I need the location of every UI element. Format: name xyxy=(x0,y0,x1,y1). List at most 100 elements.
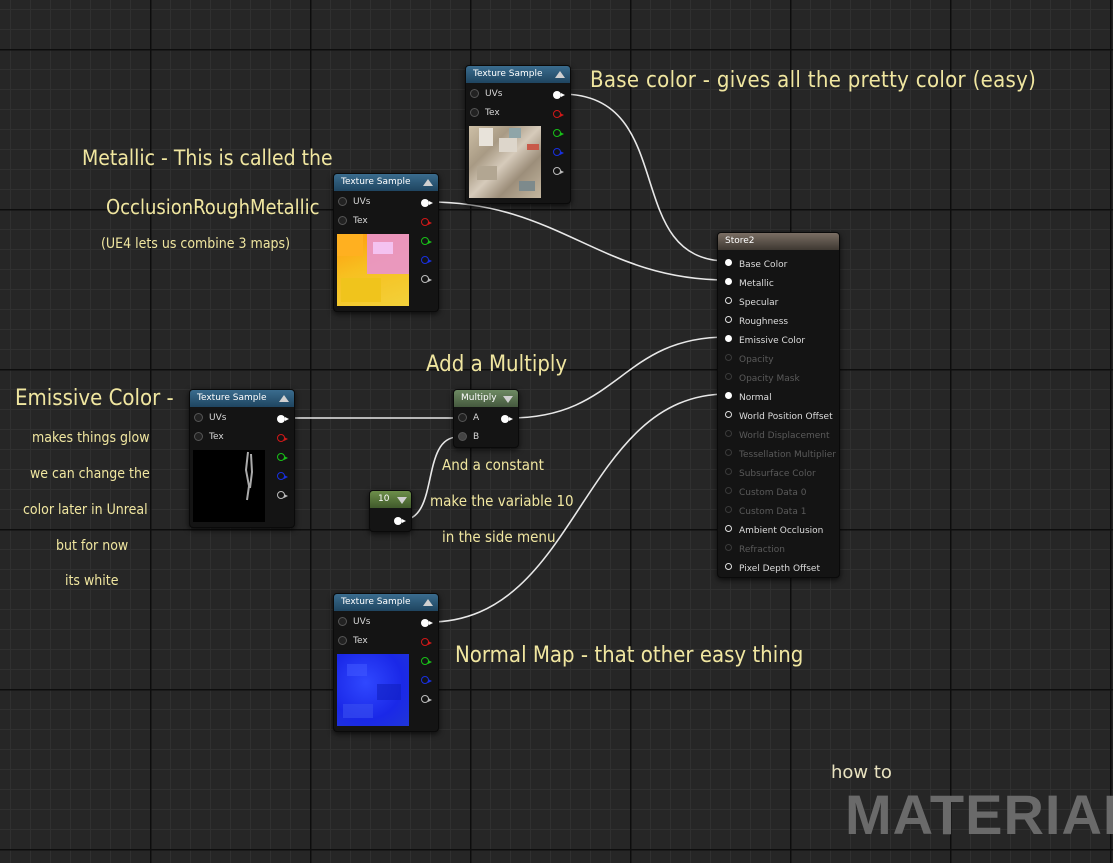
output-pin-rgb-icon[interactable] xyxy=(421,199,433,207)
input-pin-icon[interactable] xyxy=(470,89,479,98)
output-pin-a-icon[interactable] xyxy=(421,275,432,283)
output-pin-r-icon[interactable] xyxy=(421,218,432,226)
texture-pattern xyxy=(337,234,409,302)
output-pin-b-icon[interactable] xyxy=(421,676,432,684)
material-input-custom-data-0[interactable]: Custom Data 0 xyxy=(725,480,806,499)
input-pin-icon[interactable] xyxy=(725,354,732,361)
pin-tex[interactable]: Tex xyxy=(338,632,368,651)
material-input-world-position-offset[interactable]: World Position Offset xyxy=(725,404,833,423)
output-pin-a-icon[interactable] xyxy=(553,167,564,175)
input-pin-icon[interactable] xyxy=(470,108,479,117)
material-input-pixel-depth-offset[interactable]: Pixel Depth Offset xyxy=(725,556,820,575)
pin-uvs[interactable]: UVs xyxy=(470,85,502,104)
input-pin-icon[interactable] xyxy=(725,392,732,399)
output-pin-rgb-icon[interactable] xyxy=(421,619,433,627)
input-pin-icon[interactable] xyxy=(725,525,732,532)
input-pin-icon[interactable] xyxy=(725,430,732,437)
input-pin-icon[interactable] xyxy=(338,617,347,626)
input-pin-icon[interactable] xyxy=(725,449,732,456)
output-pin-g-icon[interactable] xyxy=(421,237,432,245)
output-pin-icon[interactable] xyxy=(394,517,406,525)
node-header[interactable]: 10 xyxy=(370,491,411,508)
output-pin-g-icon[interactable] xyxy=(421,657,432,665)
output-pin-rgb-icon[interactable] xyxy=(553,91,565,99)
output-pin-g-icon[interactable] xyxy=(553,129,564,137)
output-pin-rgb-icon[interactable] xyxy=(277,415,289,423)
input-pin-icon[interactable] xyxy=(338,636,347,645)
output-pin-b-icon[interactable] xyxy=(553,148,564,156)
node-header[interactable]: Texture Sample xyxy=(466,66,570,83)
pin-b[interactable]: B xyxy=(458,428,479,447)
input-pin-icon[interactable] xyxy=(194,413,203,422)
material-input-custom-data-1[interactable]: Custom Data 1 xyxy=(725,499,806,518)
input-pin-icon[interactable] xyxy=(458,413,467,422)
output-pin-r-icon[interactable] xyxy=(553,110,564,118)
input-label: World Position Offset xyxy=(739,412,833,422)
output-pin-a-icon[interactable] xyxy=(277,491,288,499)
material-input-tessellation-multiplier[interactable]: Tessellation Multiplier xyxy=(725,442,836,461)
input-pin-icon[interactable] xyxy=(725,259,732,266)
collapse-arrow-icon[interactable] xyxy=(279,395,289,402)
node-header[interactable]: Store2 xyxy=(718,233,839,250)
input-pin-icon[interactable] xyxy=(338,216,347,225)
material-input-normal[interactable]: Normal xyxy=(725,385,772,404)
node-header[interactable]: Texture Sample xyxy=(334,174,438,191)
output-pin-b-icon[interactable] xyxy=(277,472,288,480)
material-input-metallic[interactable]: Metallic xyxy=(725,271,774,290)
node-header[interactable]: Multiply xyxy=(454,390,518,407)
material-input-emissive-color[interactable]: Emissive Color xyxy=(725,328,805,347)
input-pin-icon[interactable] xyxy=(458,432,467,441)
material-input-opacity-mask[interactable]: Opacity Mask xyxy=(725,366,800,385)
multiply-node[interactable]: Multiply A B xyxy=(453,389,519,448)
material-input-world-displacement[interactable]: World Displacement xyxy=(725,423,830,442)
pin-tex[interactable]: Tex xyxy=(194,428,224,447)
collapse-arrow-icon[interactable] xyxy=(423,179,433,186)
input-pin-icon[interactable] xyxy=(725,487,732,494)
pin-a[interactable]: A xyxy=(458,409,479,428)
wire-base-color xyxy=(560,93,728,262)
material-input-subsurface-color[interactable]: Subsurface Color xyxy=(725,461,816,480)
input-pin-icon[interactable] xyxy=(725,278,732,285)
input-pin-icon[interactable] xyxy=(725,297,732,304)
output-pin-icon[interactable] xyxy=(501,415,513,423)
input-pin-icon[interactable] xyxy=(725,563,732,570)
input-pin-icon[interactable] xyxy=(725,506,732,513)
pin-uvs[interactable]: UVs xyxy=(338,193,370,212)
material-input-ambient-occlusion[interactable]: Ambient Occlusion xyxy=(725,518,823,537)
output-pin-g-icon[interactable] xyxy=(277,453,288,461)
material-input-opacity[interactable]: Opacity xyxy=(725,347,774,366)
material-input-specular[interactable]: Specular xyxy=(725,290,778,309)
output-pin-r-icon[interactable] xyxy=(277,434,288,442)
output-pin-b-icon[interactable] xyxy=(421,256,432,264)
pin-uvs[interactable]: UVs xyxy=(194,409,226,428)
node-header[interactable]: Texture Sample xyxy=(190,390,294,407)
input-pin-icon[interactable] xyxy=(725,373,732,380)
texture-sample-node-normal[interactable]: Texture Sample UVs Tex xyxy=(333,593,439,732)
output-pin-a-icon[interactable] xyxy=(421,695,432,703)
note-metallic-line2: OcclusionRoughMetallic xyxy=(106,195,320,219)
collapse-arrow-icon[interactable] xyxy=(555,71,565,78)
texture-sample-node-emissive[interactable]: Texture Sample UVs Tex xyxy=(189,389,295,528)
material-input-refraction[interactable]: Refraction xyxy=(725,537,785,556)
input-pin-icon[interactable] xyxy=(194,432,203,441)
constant-node[interactable]: 10 xyxy=(369,490,412,532)
collapse-arrow-icon[interactable] xyxy=(397,497,407,504)
input-pin-icon[interactable] xyxy=(338,197,347,206)
pin-tex[interactable]: Tex xyxy=(470,104,500,123)
texture-sample-node-base-color[interactable]: Texture Sample UVs Tex xyxy=(465,65,571,204)
pin-tex[interactable]: Tex xyxy=(338,212,368,231)
collapse-arrow-icon[interactable] xyxy=(503,396,513,403)
input-pin-icon[interactable] xyxy=(725,411,732,418)
input-pin-icon[interactable] xyxy=(725,316,732,323)
node-header[interactable]: Texture Sample xyxy=(334,594,438,611)
output-pin-r-icon[interactable] xyxy=(421,638,432,646)
input-pin-icon[interactable] xyxy=(725,468,732,475)
material-input-base-color[interactable]: Base Color xyxy=(725,252,787,271)
pin-uvs[interactable]: UVs xyxy=(338,613,370,632)
collapse-arrow-icon[interactable] xyxy=(423,599,433,606)
material-input-roughness[interactable]: Roughness xyxy=(725,309,788,328)
input-pin-icon[interactable] xyxy=(725,335,732,342)
texture-sample-node-metallic[interactable]: Texture Sample UVs Tex xyxy=(333,173,439,312)
input-pin-icon[interactable] xyxy=(725,544,732,551)
